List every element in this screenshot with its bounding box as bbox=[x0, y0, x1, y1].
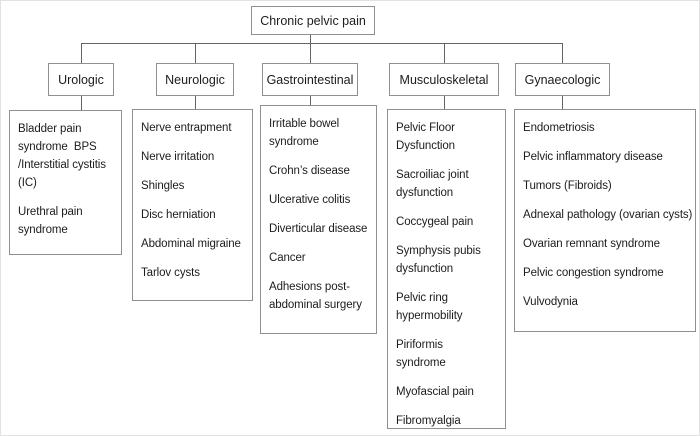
category-label-musculoskeletal: Musculoskeletal bbox=[399, 72, 489, 87]
list-item: Bladder pain syndrome BPS /Interstitial … bbox=[18, 123, 106, 189]
list-item: Pelvic congestion syndrome bbox=[523, 267, 664, 279]
root-node-label: Chronic pelvic pain bbox=[260, 13, 366, 28]
category-node-urologic: Urologic bbox=[48, 63, 114, 96]
list-item: Adnexal pathology (ovarian cysts) bbox=[523, 209, 693, 221]
connector-bus-line bbox=[81, 43, 563, 44]
list-item: Crohn’s disease bbox=[269, 165, 350, 177]
connector-bus-to-neurologic bbox=[195, 44, 196, 63]
list-item: Tumors (Fibroids) bbox=[523, 180, 612, 192]
list-item: Myofascial pain bbox=[396, 386, 474, 398]
category-node-musculoskeletal: Musculoskeletal bbox=[389, 63, 499, 96]
list-item: Adhesions post- abdominal surgery bbox=[269, 281, 362, 311]
connector-bus-to-gastrointestinal bbox=[310, 44, 311, 63]
list-item: Irritable bowel syndrome bbox=[269, 118, 340, 148]
category-label-neurologic: Neurologic bbox=[165, 72, 225, 87]
list-item: Sacroiliac joint dysfunction bbox=[396, 169, 469, 199]
list-item: Shingles bbox=[141, 180, 185, 192]
category-label-gynaecologic: Gynaecologic bbox=[524, 72, 601, 87]
list-item: Nerve entrapment bbox=[141, 122, 232, 134]
list-item: Piriformis syndrome bbox=[396, 339, 446, 369]
list-node-gynaecologic: Endometriosis Pelvic inflammatory diseas… bbox=[514, 109, 696, 332]
list-item: Coccygeal pain bbox=[396, 216, 474, 228]
list-item: Tarlov cysts bbox=[141, 267, 200, 279]
connector-bus-to-gynaecologic bbox=[562, 44, 563, 63]
list-item: Diverticular disease bbox=[269, 223, 368, 235]
list-node-neurologic: Nerve entrapment Nerve irritation Shingl… bbox=[132, 109, 253, 301]
connector-neurologic-to-list bbox=[195, 96, 196, 109]
list-item: Nerve irritation bbox=[141, 151, 215, 163]
connector-urologic-to-list bbox=[81, 96, 82, 110]
list-item: Pelvic inflammatory disease bbox=[523, 151, 663, 163]
connector-bus-to-urologic bbox=[81, 44, 82, 63]
list-item: Fibromyalgia bbox=[396, 415, 461, 427]
connector-gynaecologic-to-list bbox=[562, 96, 563, 109]
category-node-gastrointestinal: Gastrointestinal bbox=[262, 63, 358, 96]
connector-root-to-bus bbox=[310, 35, 311, 43]
category-label-urologic: Urologic bbox=[58, 72, 104, 87]
list-node-urologic: Bladder pain syndrome BPS /Interstitial … bbox=[9, 110, 122, 255]
list-item: Endometriosis bbox=[523, 122, 595, 134]
connector-musculoskeletal-to-list bbox=[444, 96, 445, 109]
category-label-gastrointestinal: Gastrointestinal bbox=[266, 72, 354, 87]
list-item: Vulvodynia bbox=[523, 296, 578, 308]
list-item: Cancer bbox=[269, 252, 306, 264]
list-item: Disc herniation bbox=[141, 209, 216, 221]
root-node-chronic-pelvic-pain: Chronic pelvic pain bbox=[251, 6, 375, 35]
category-node-neurologic: Neurologic bbox=[156, 63, 234, 96]
list-item: Urethral pain syndrome bbox=[18, 206, 83, 236]
list-node-gastrointestinal: Irritable bowel syndrome Crohn’s disease… bbox=[260, 105, 377, 334]
list-item: Ovarian remnant syndrome bbox=[523, 238, 660, 250]
category-node-gynaecologic: Gynaecologic bbox=[515, 63, 610, 96]
list-item: Pelvic ring hypermobility bbox=[396, 292, 463, 322]
list-node-musculoskeletal: Pelvic Floor Dysfunction Sacroiliac join… bbox=[387, 109, 506, 429]
list-item: Abdominal migraine bbox=[141, 238, 241, 250]
list-item: Ulcerative colitis bbox=[269, 194, 351, 206]
list-item: Symphysis pubis dysfunction bbox=[396, 245, 481, 275]
connector-gastrointestinal-to-list bbox=[310, 96, 311, 105]
list-item: Pelvic Floor Dysfunction bbox=[396, 122, 455, 152]
connector-bus-to-musculoskeletal bbox=[444, 44, 445, 63]
